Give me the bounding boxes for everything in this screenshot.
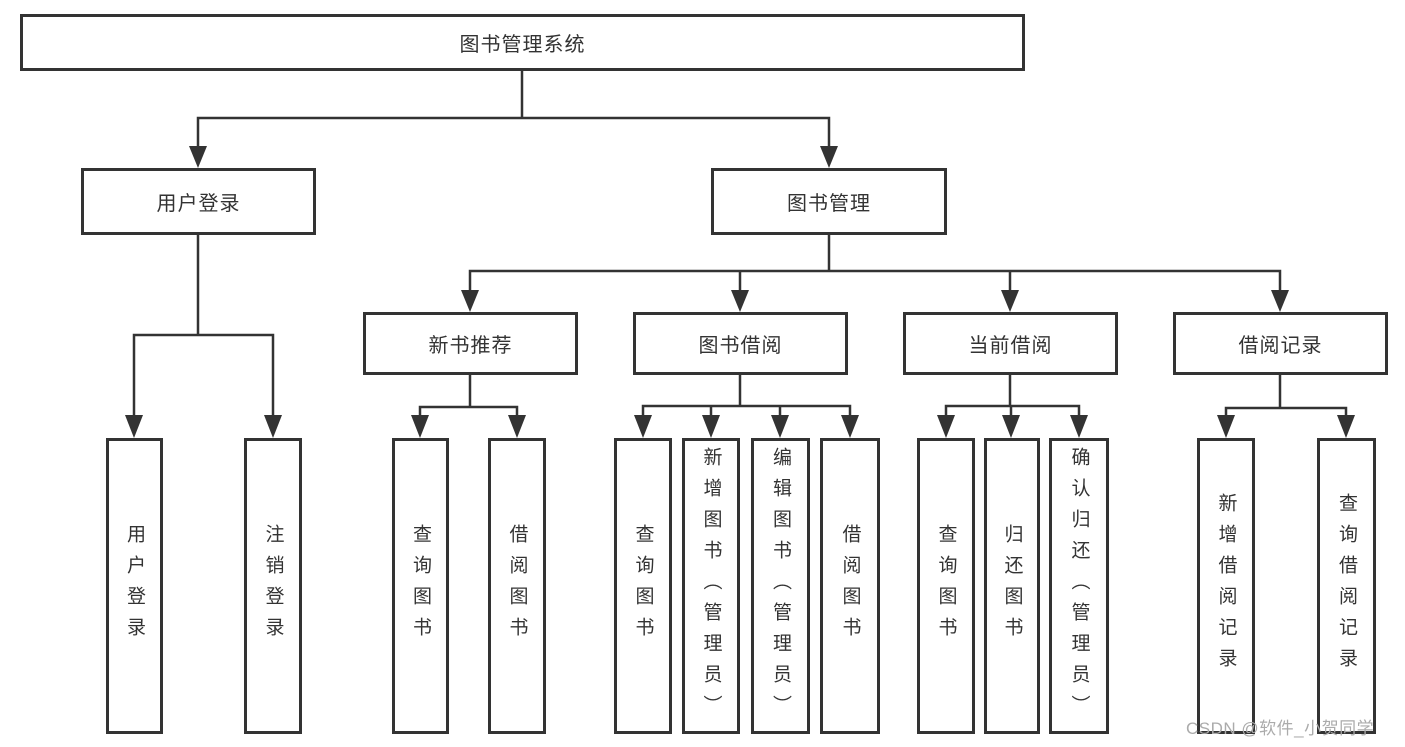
leaf-query-books-1: 查询图书 — [392, 438, 449, 734]
node-label: 查询图书 — [935, 524, 957, 648]
node-library-system: 图书管理系统 — [20, 14, 1025, 71]
leaf-add-book-admin: 新增图书（管理员） — [682, 438, 740, 734]
leaf-add-borrow-record: 新增借阅记录 — [1197, 438, 1255, 734]
node-borrow-records: 借阅记录 — [1173, 312, 1388, 375]
node-label: 当前借阅 — [968, 335, 1053, 357]
node-current-borrow: 当前借阅 — [903, 312, 1118, 375]
leaf-query-books-2: 查询图书 — [614, 438, 672, 734]
node-label: 新书推荐 — [428, 335, 513, 357]
leaf-edit-book-admin: 编辑图书（管理员） — [751, 438, 810, 734]
node-label: 图书管理系统 — [459, 34, 586, 56]
leaf-confirm-return-admin: 确认归还（管理员） — [1049, 438, 1109, 734]
node-label: 图书管理 — [787, 193, 871, 215]
node-label: 借阅图书 — [839, 524, 861, 648]
node-new-book-recommend: 新书推荐 — [363, 312, 578, 375]
node-label: 借阅图书 — [506, 524, 528, 648]
leaf-user-login: 用户登录 — [106, 438, 163, 734]
node-label: 新增图书（管理员） — [700, 446, 722, 726]
node-label: 用户登录 — [124, 524, 145, 648]
node-book-management: 图书管理 — [711, 168, 947, 235]
node-label: 确认归还（管理员） — [1068, 446, 1090, 726]
node-user-login: 用户登录 — [81, 168, 316, 235]
node-label: 图书借阅 — [698, 335, 783, 357]
node-label: 新增借阅记录 — [1215, 493, 1237, 679]
csdn-watermark: CSDN @软件_小贺同学 — [1186, 719, 1375, 738]
node-label: 注销登录 — [262, 524, 284, 648]
node-label: 编辑图书（管理员） — [770, 446, 791, 726]
leaf-borrow-books-2: 借阅图书 — [820, 438, 880, 734]
node-label: 归还图书 — [1001, 524, 1023, 648]
leaf-logout: 注销登录 — [244, 438, 302, 734]
node-label: 查询借阅记录 — [1336, 493, 1357, 679]
node-book-borrow: 图书借阅 — [633, 312, 848, 375]
node-label: 借阅记录 — [1238, 335, 1323, 357]
node-label: 查询图书 — [410, 524, 431, 648]
leaf-query-borrow-record: 查询借阅记录 — [1317, 438, 1376, 734]
leaf-return-books: 归还图书 — [984, 438, 1040, 734]
leaf-query-books-3: 查询图书 — [917, 438, 975, 734]
node-label: 查询图书 — [632, 524, 654, 648]
leaf-borrow-books-1: 借阅图书 — [488, 438, 546, 734]
node-label: 用户登录 — [156, 193, 241, 215]
